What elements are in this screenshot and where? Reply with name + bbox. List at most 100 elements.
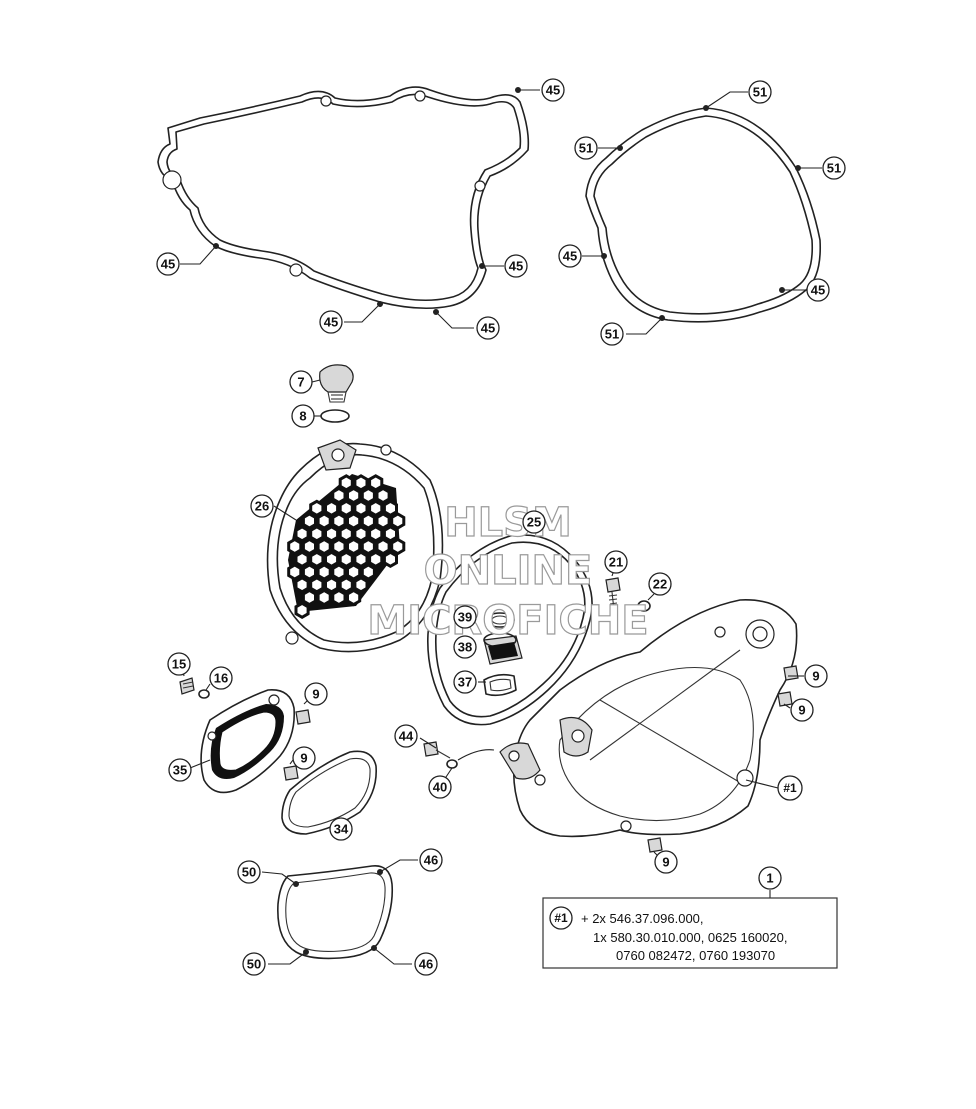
honeycomb-cell <box>324 576 340 594</box>
honeycomb-cell <box>316 512 332 530</box>
honeycomb-cell <box>382 525 398 543</box>
honeycomb-cell <box>353 474 369 492</box>
honeycomb-cell <box>331 512 347 530</box>
callout-45: 45 <box>504 254 528 278</box>
bolt-44 <box>423 741 451 759</box>
svg-text:45: 45 <box>324 315 338 330</box>
honeycomb-cell <box>346 512 362 530</box>
callout-9: 9 <box>304 682 328 706</box>
svg-text:8: 8 <box>299 409 306 424</box>
callout-ref-1: #1 <box>777 775 803 801</box>
honeycomb-cell <box>368 525 384 543</box>
svg-text:45: 45 <box>563 249 577 264</box>
svg-text:35: 35 <box>173 763 187 778</box>
svg-text:51: 51 <box>827 161 841 176</box>
honeycomb-cell <box>390 512 406 530</box>
honeycomb-cell <box>353 499 369 518</box>
honeycomb-cell <box>294 550 310 569</box>
ignition-cover-1 <box>499 599 798 838</box>
honeycomb-cell <box>375 486 391 505</box>
callouts: 45 45 45 45 45 45 45 51 51 51 51 7 8 26 … <box>156 78 846 976</box>
callout-51: 51 <box>748 80 772 104</box>
callout-26: 26 <box>250 494 274 518</box>
svg-text:51: 51 <box>579 141 593 156</box>
washer-16 <box>198 689 210 699</box>
callout-45: 45 <box>541 78 565 102</box>
svg-text:46: 46 <box>419 957 433 972</box>
svg-text:46: 46 <box>424 853 438 868</box>
svg-text:39: 39 <box>458 610 472 625</box>
svg-text:9: 9 <box>798 703 805 718</box>
gasket-34 <box>281 750 377 835</box>
callout-37: 37 <box>453 670 477 694</box>
honeycomb-cell <box>338 474 354 492</box>
honeycomb-cell <box>294 601 310 620</box>
honeycomb-cell <box>368 550 384 569</box>
callout-40: 40 <box>428 775 452 799</box>
svg-text:50: 50 <box>242 865 256 880</box>
watermark: HLSM ONLINE MICROFICHE <box>367 499 649 644</box>
honeycomb-cell <box>375 537 391 556</box>
callout-9: 9 <box>654 850 678 874</box>
honeycomb-cell <box>309 550 325 569</box>
honeycomb-cell <box>316 537 332 556</box>
callout-21: 21 <box>604 550 628 574</box>
honeycomb-cell <box>338 525 354 543</box>
honeycomb-cell <box>338 499 354 518</box>
honeycomb-cell <box>331 537 347 556</box>
note-line-2: 1x 580.30.010.000, 0625 160020, <box>593 930 787 945</box>
svg-text:45: 45 <box>481 321 495 336</box>
honeycomb-cell <box>301 537 317 556</box>
seal-39 <box>485 612 515 628</box>
callout-45: 45 <box>558 244 582 268</box>
callout-22: 22 <box>648 572 672 596</box>
callout-50: 50 <box>237 860 261 884</box>
svg-text:1: 1 <box>766 871 773 886</box>
callout-8: 8 <box>291 404 315 428</box>
honeycomb-cell <box>353 576 369 594</box>
callout-45: 45 <box>806 278 830 302</box>
o-ring-8 <box>320 409 350 423</box>
gasket-25 <box>427 534 593 726</box>
honeycomb-cell <box>346 537 362 556</box>
svg-text:45: 45 <box>161 257 175 272</box>
svg-text:45: 45 <box>546 83 560 98</box>
honeycomb-cell <box>338 550 354 569</box>
honeycomb-cell <box>301 588 317 607</box>
svg-text:15: 15 <box>172 657 186 672</box>
honeycomb-cell <box>331 563 347 581</box>
svg-text:40: 40 <box>433 780 447 795</box>
callout-51: 51 <box>600 322 624 346</box>
honeycomb-cell <box>294 576 310 594</box>
svg-text:#1: #1 <box>783 781 797 795</box>
callout-44: 44 <box>394 724 418 748</box>
washer-22 <box>637 600 651 612</box>
honeycomb-cell <box>368 499 384 518</box>
honeycomb-cell <box>375 512 391 530</box>
watermark-line-2: ONLINE <box>424 548 593 594</box>
callout-7: 7 <box>289 370 313 394</box>
honeycomb-cell <box>287 563 303 581</box>
svg-text:45: 45 <box>811 283 825 298</box>
honeycomb-cell <box>346 563 362 581</box>
svg-text:44: 44 <box>399 729 414 744</box>
honeycomb-cell <box>309 525 325 543</box>
callout-9: 9 <box>804 664 828 688</box>
oil-plug-7 <box>319 364 354 403</box>
gasket-46-50 <box>277 865 394 960</box>
callout-25: 25 <box>522 510 546 534</box>
svg-text:9: 9 <box>662 855 669 870</box>
honeycomb-cell <box>353 550 369 569</box>
svg-text:9: 9 <box>812 669 819 684</box>
honeycomb-cell <box>324 525 340 543</box>
housing-38 <box>483 632 523 665</box>
gasket-45 <box>157 86 530 315</box>
callout-45: 45 <box>476 316 500 340</box>
callout-9: 9 <box>292 746 316 770</box>
honeycomb-cell <box>301 563 317 581</box>
callout-51: 51 <box>574 136 598 160</box>
svg-text:50: 50 <box>247 957 261 972</box>
svg-text:9: 9 <box>312 687 319 702</box>
svg-text:26: 26 <box>255 499 269 514</box>
bolt-15 <box>179 677 195 695</box>
